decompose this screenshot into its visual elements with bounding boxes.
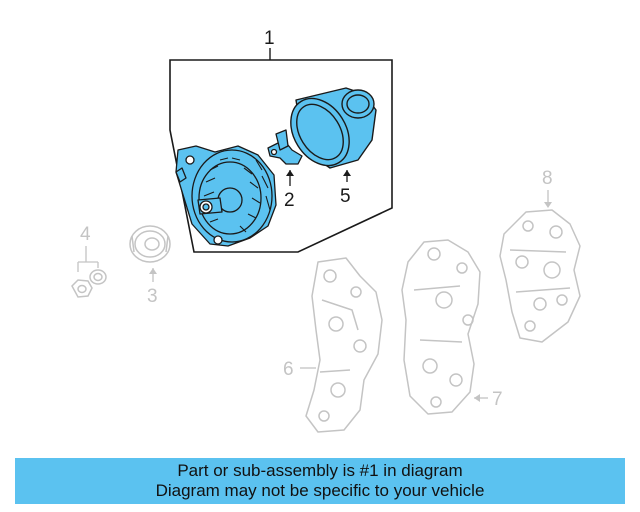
callout-4-leader: [77, 246, 99, 272]
callout-3-arrow: [149, 268, 157, 274]
alternator: [175, 145, 277, 247]
mounting-bracket-6: [305, 257, 383, 433]
mounting-bracket-7: [401, 239, 481, 415]
callout-4: 4: [80, 224, 91, 245]
assembly-1-frame: [169, 59, 393, 253]
callout-2-arrow: [286, 170, 294, 176]
nut: [71, 279, 93, 298]
callout-7-arrow: [474, 394, 480, 402]
callout-8-arrow: [544, 202, 552, 208]
callout-3: 3: [147, 286, 158, 307]
callout-6: 6: [283, 359, 294, 380]
mounting-bracket-8: [499, 209, 581, 343]
callout-2: 2: [284, 190, 295, 211]
callout-8: 8: [542, 168, 553, 189]
banner-line-1: Part or sub-assembly is #1 in diagram: [177, 461, 463, 480]
washer: [89, 269, 107, 285]
callout-7: 7: [492, 389, 503, 410]
parts-diagram: 1 2 5: [71, 28, 581, 433]
callout-1: 1: [264, 28, 275, 49]
banner-line-2: Diagram may not be specific to your vehi…: [155, 481, 485, 500]
callout-5: 5: [340, 186, 351, 207]
end-cover: [290, 87, 377, 169]
callout-5-arrow: [343, 170, 351, 176]
info-banner: Part or sub-assembly is #1 in diagram Di…: [15, 458, 625, 504]
pulley: [129, 225, 171, 263]
regulator-bracket: [267, 129, 303, 165]
